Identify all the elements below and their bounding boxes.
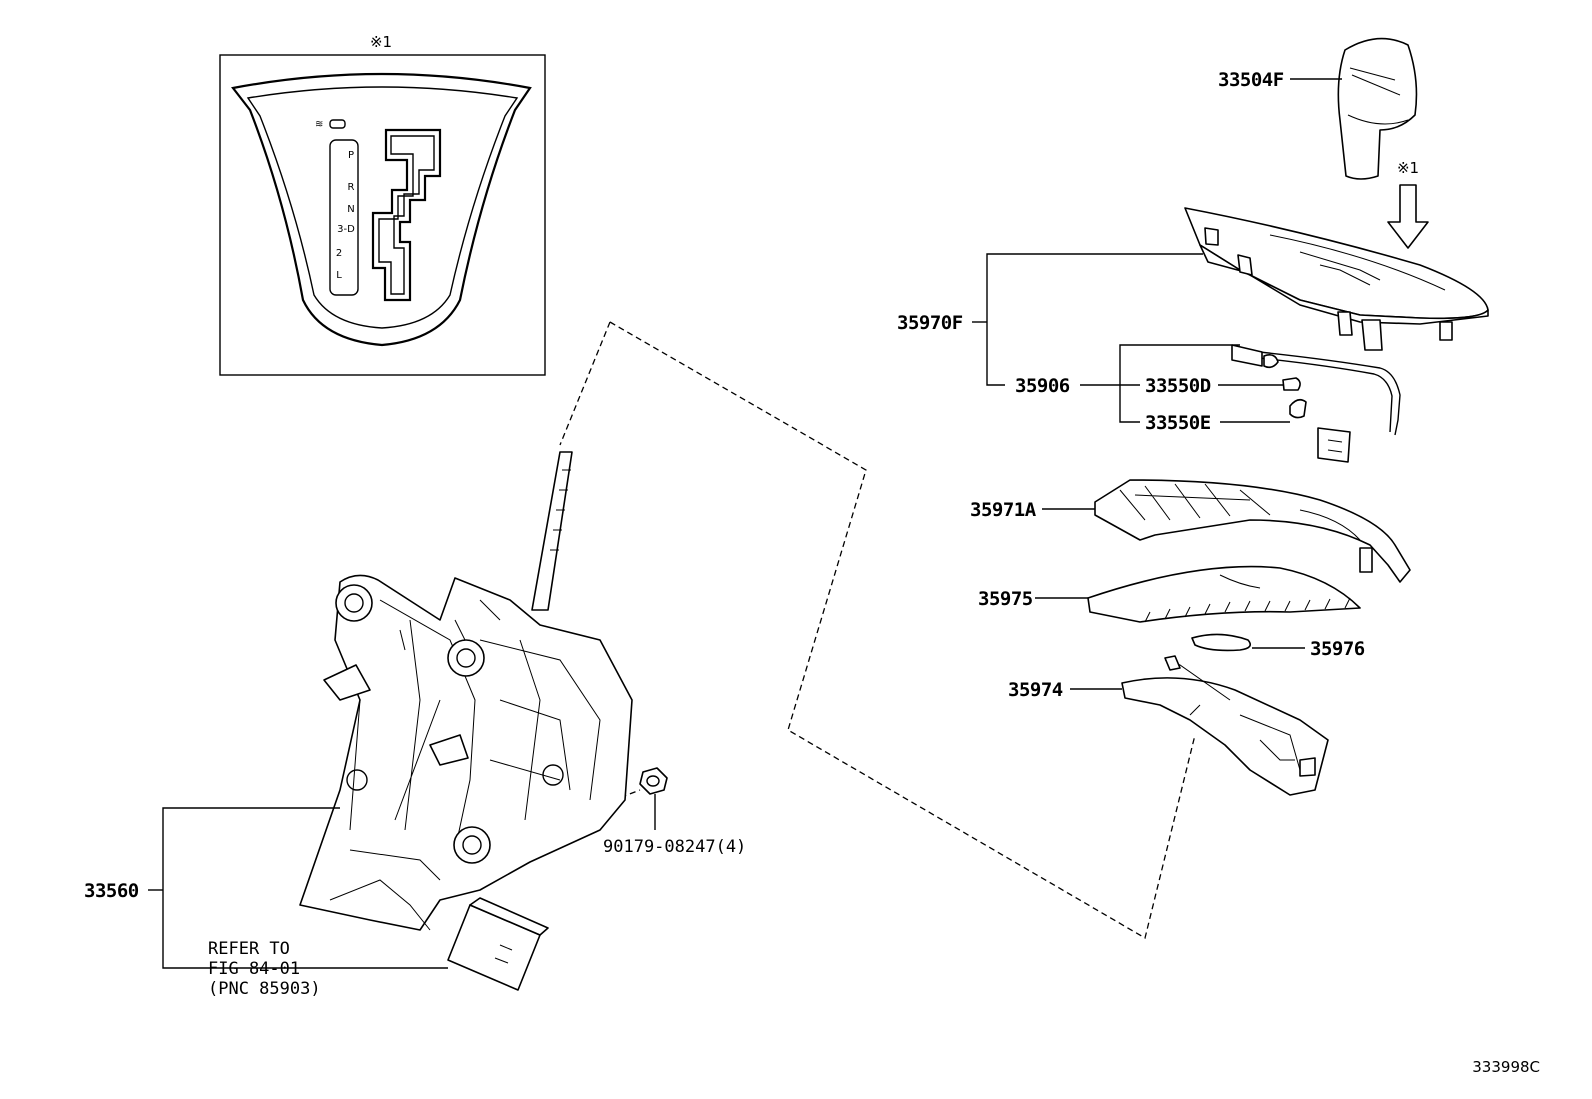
retainer-tab: [1299, 757, 1316, 777]
slide-body: [1087, 565, 1361, 623]
gate-r: R: [348, 182, 355, 193]
lamp-wire: [1231, 344, 1401, 463]
mount-boss-3: [453, 826, 491, 864]
wire-bracket-line: [1119, 344, 1240, 423]
clip-body: [1191, 633, 1251, 652]
trim-inner: [246, 86, 519, 329]
nut-part: 90179-08247(4): [603, 767, 746, 857]
gate-n: N: [347, 204, 354, 215]
solenoid-ribs: [494, 944, 513, 964]
dashed-boundary: [609, 321, 1196, 939]
gate-2: 2: [336, 248, 342, 259]
bezel-clip-1: [1337, 311, 1353, 336]
bezel-window: [1269, 234, 1446, 291]
retainer-details: [1164, 659, 1301, 771]
wire-harness: [1239, 349, 1401, 436]
knob-details: [1347, 67, 1409, 125]
connector-detail: [1327, 439, 1343, 453]
base-details: [329, 849, 441, 931]
slide-pleats: [1144, 597, 1351, 623]
side-boss: [346, 769, 368, 791]
refer-line-2: FIG 84-01: [208, 959, 300, 979]
pivot-hole: [542, 764, 564, 786]
mount-hole-1: [344, 593, 364, 613]
nut-hex: [639, 767, 668, 795]
label-bezel: 35970F: [897, 312, 963, 334]
mount-boss-2: [447, 639, 485, 677]
slide-retainer: [1121, 655, 1329, 796]
slide-mark: [1219, 574, 1261, 589]
lamp-mark: ≋: [315, 119, 323, 130]
housing-ribs: [349, 599, 601, 851]
bracket-tab-mid: [429, 734, 469, 766]
retainer-body: [1121, 677, 1329, 796]
bezel-clip-4: [1237, 254, 1253, 276]
trim-outer: [231, 72, 532, 347]
label-retainer: 35974: [1008, 679, 1063, 701]
bulb-e: [1289, 398, 1307, 419]
mount-hole-2: [456, 648, 476, 668]
nut-hole: [646, 775, 660, 787]
bezel-clip-5: [1204, 227, 1219, 246]
refer-line-3: (PNC 85903): [208, 979, 321, 999]
label-wire: 35906: [1015, 375, 1070, 397]
diagram-code: 333998C: [1472, 1058, 1540, 1076]
gear-indicator-slot: [329, 139, 359, 296]
socket-tip: [1263, 354, 1279, 369]
plate-slots: [1119, 483, 1271, 521]
indicator-lamp: [329, 119, 346, 129]
bulb-d: [1282, 377, 1301, 391]
indicator-plate: [1094, 479, 1411, 583]
indicator-bezel: [1184, 207, 1489, 351]
down-arrow-icon: [1387, 184, 1429, 249]
label-bulb-d: 33550D: [1145, 375, 1211, 397]
wire-connector: [1317, 427, 1351, 463]
arrow-mark: ※1: [1397, 159, 1419, 177]
refer-line-1: REFER TO: [208, 939, 290, 959]
gate-l: L: [336, 270, 342, 281]
rod-thread: [550, 469, 571, 551]
knob-body: [1337, 37, 1418, 180]
bezel-clip-3: [1439, 321, 1453, 341]
label-plate: 35971A: [970, 499, 1037, 521]
label-nut: 90179-08247(4): [603, 837, 746, 857]
bracket-tab-left: [323, 664, 371, 701]
slide-clip: [1191, 633, 1251, 652]
label-knob: 33504F: [1218, 69, 1284, 91]
dust-slide: [1087, 565, 1361, 623]
inset-frame: [219, 54, 546, 376]
shift-gate-path: [371, 128, 442, 302]
shift-gate-inner: [378, 135, 435, 295]
label-bulb-e: 33550E: [1145, 412, 1211, 434]
label-shifter: 33560: [84, 880, 139, 902]
shift-lever-assembly: [299, 451, 633, 991]
solenoid-top: [469, 897, 549, 936]
wire-harness-2: [1239, 355, 1393, 433]
gate-p: P: [348, 150, 354, 161]
shift-knob: 33504F: [1218, 37, 1418, 180]
mount-boss-1: [335, 584, 373, 622]
plate-frame: [1094, 479, 1411, 583]
inset-mark: ※1: [370, 33, 392, 51]
inset-shift-gate-detail: ※1 ≋ P R N 3-D 2 L: [219, 33, 546, 376]
label-slide: 35975: [978, 588, 1033, 610]
dashed-lever-link: [559, 321, 611, 446]
bezel-clip-2: [1361, 319, 1383, 351]
gate-3d: 3-D: [337, 224, 355, 235]
shifter-bracket-line: [162, 807, 340, 969]
mount-hole-3: [462, 835, 482, 855]
plate-inner: [1299, 509, 1361, 541]
shift-lever-rod: [531, 451, 573, 611]
retainer-hook: [1164, 655, 1181, 671]
bezel-bracket-line: [986, 253, 1203, 386]
plate-tab: [1359, 547, 1373, 573]
bulb-socket: [1231, 344, 1263, 367]
label-clip: 35976: [1310, 638, 1365, 660]
view-arrow: ※1: [1387, 159, 1429, 249]
